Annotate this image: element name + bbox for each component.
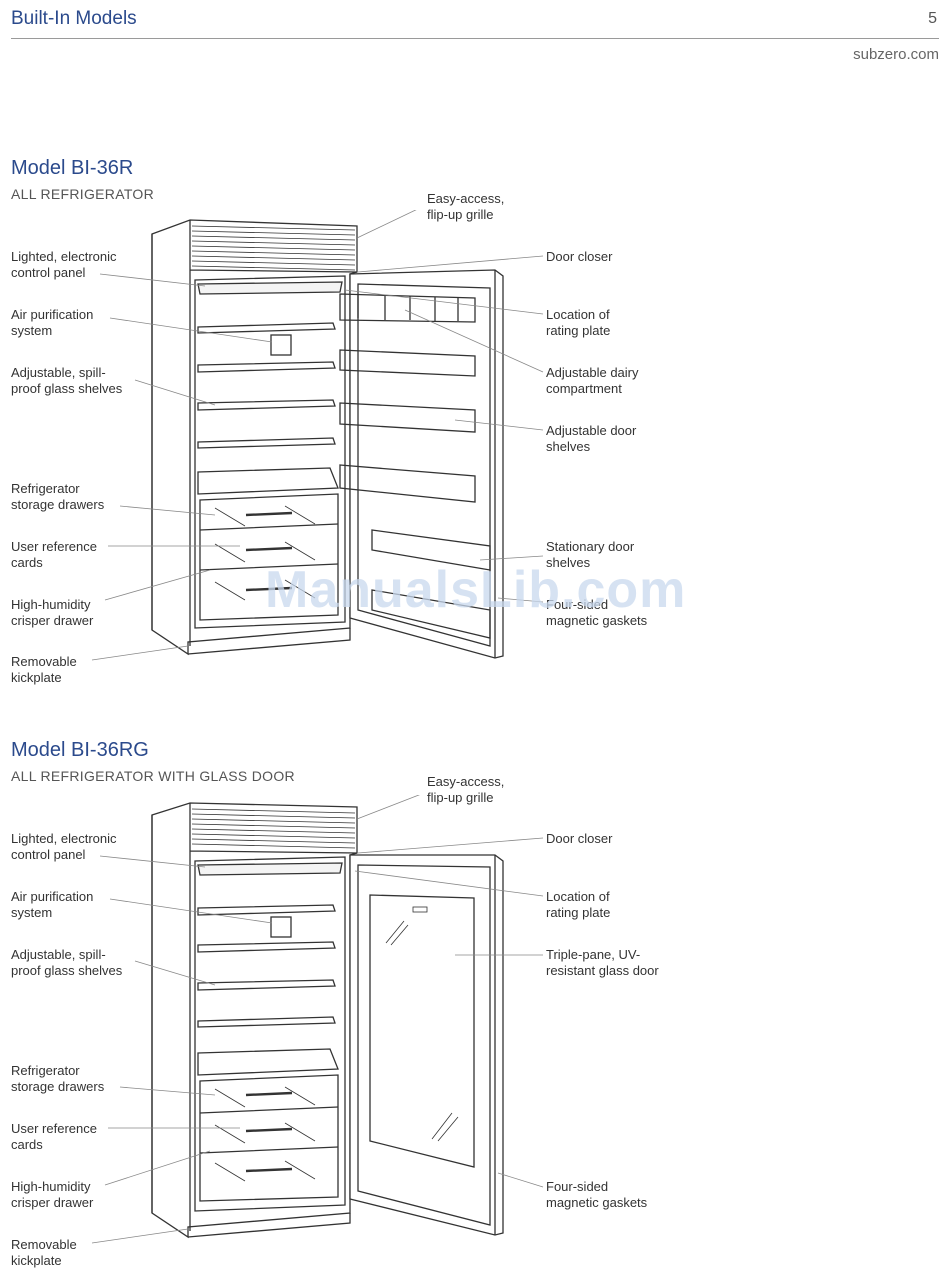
refrigerator-illustration	[91, 210, 544, 661]
model-title: Model BI-36R	[11, 157, 134, 179]
model-title: Model BI-36RG	[11, 739, 149, 761]
model-subtitle: ALL REFRIGERATOR WITH GLASS DOOR	[11, 768, 295, 784]
header-title: Built-In Models	[11, 8, 137, 29]
glass-door-refrigerator-illustration	[91, 795, 544, 1244]
label-grille: Easy-access,flip-up grille	[427, 774, 505, 805]
label-glass-shelves: Adjustable, spill-proof glass shelves	[11, 947, 123, 978]
label-grille: Easy-access,flip-up grille	[427, 191, 505, 222]
header-rule	[11, 38, 939, 39]
page-number: 5	[928, 10, 937, 27]
watermark: ManualsLib.com	[265, 561, 687, 619]
label-glass-shelves: Adjustable, spill-proof glass shelves	[11, 365, 123, 396]
label-door-closer: Door closer	[546, 249, 613, 264]
model-subtitle: ALL REFRIGERATOR	[11, 186, 155, 202]
label-glass-door: Triple-pane, UV-resistant glass door	[546, 947, 659, 978]
site-url[interactable]: subzero.com	[853, 46, 939, 63]
label-door-closer: Door closer	[546, 831, 613, 846]
